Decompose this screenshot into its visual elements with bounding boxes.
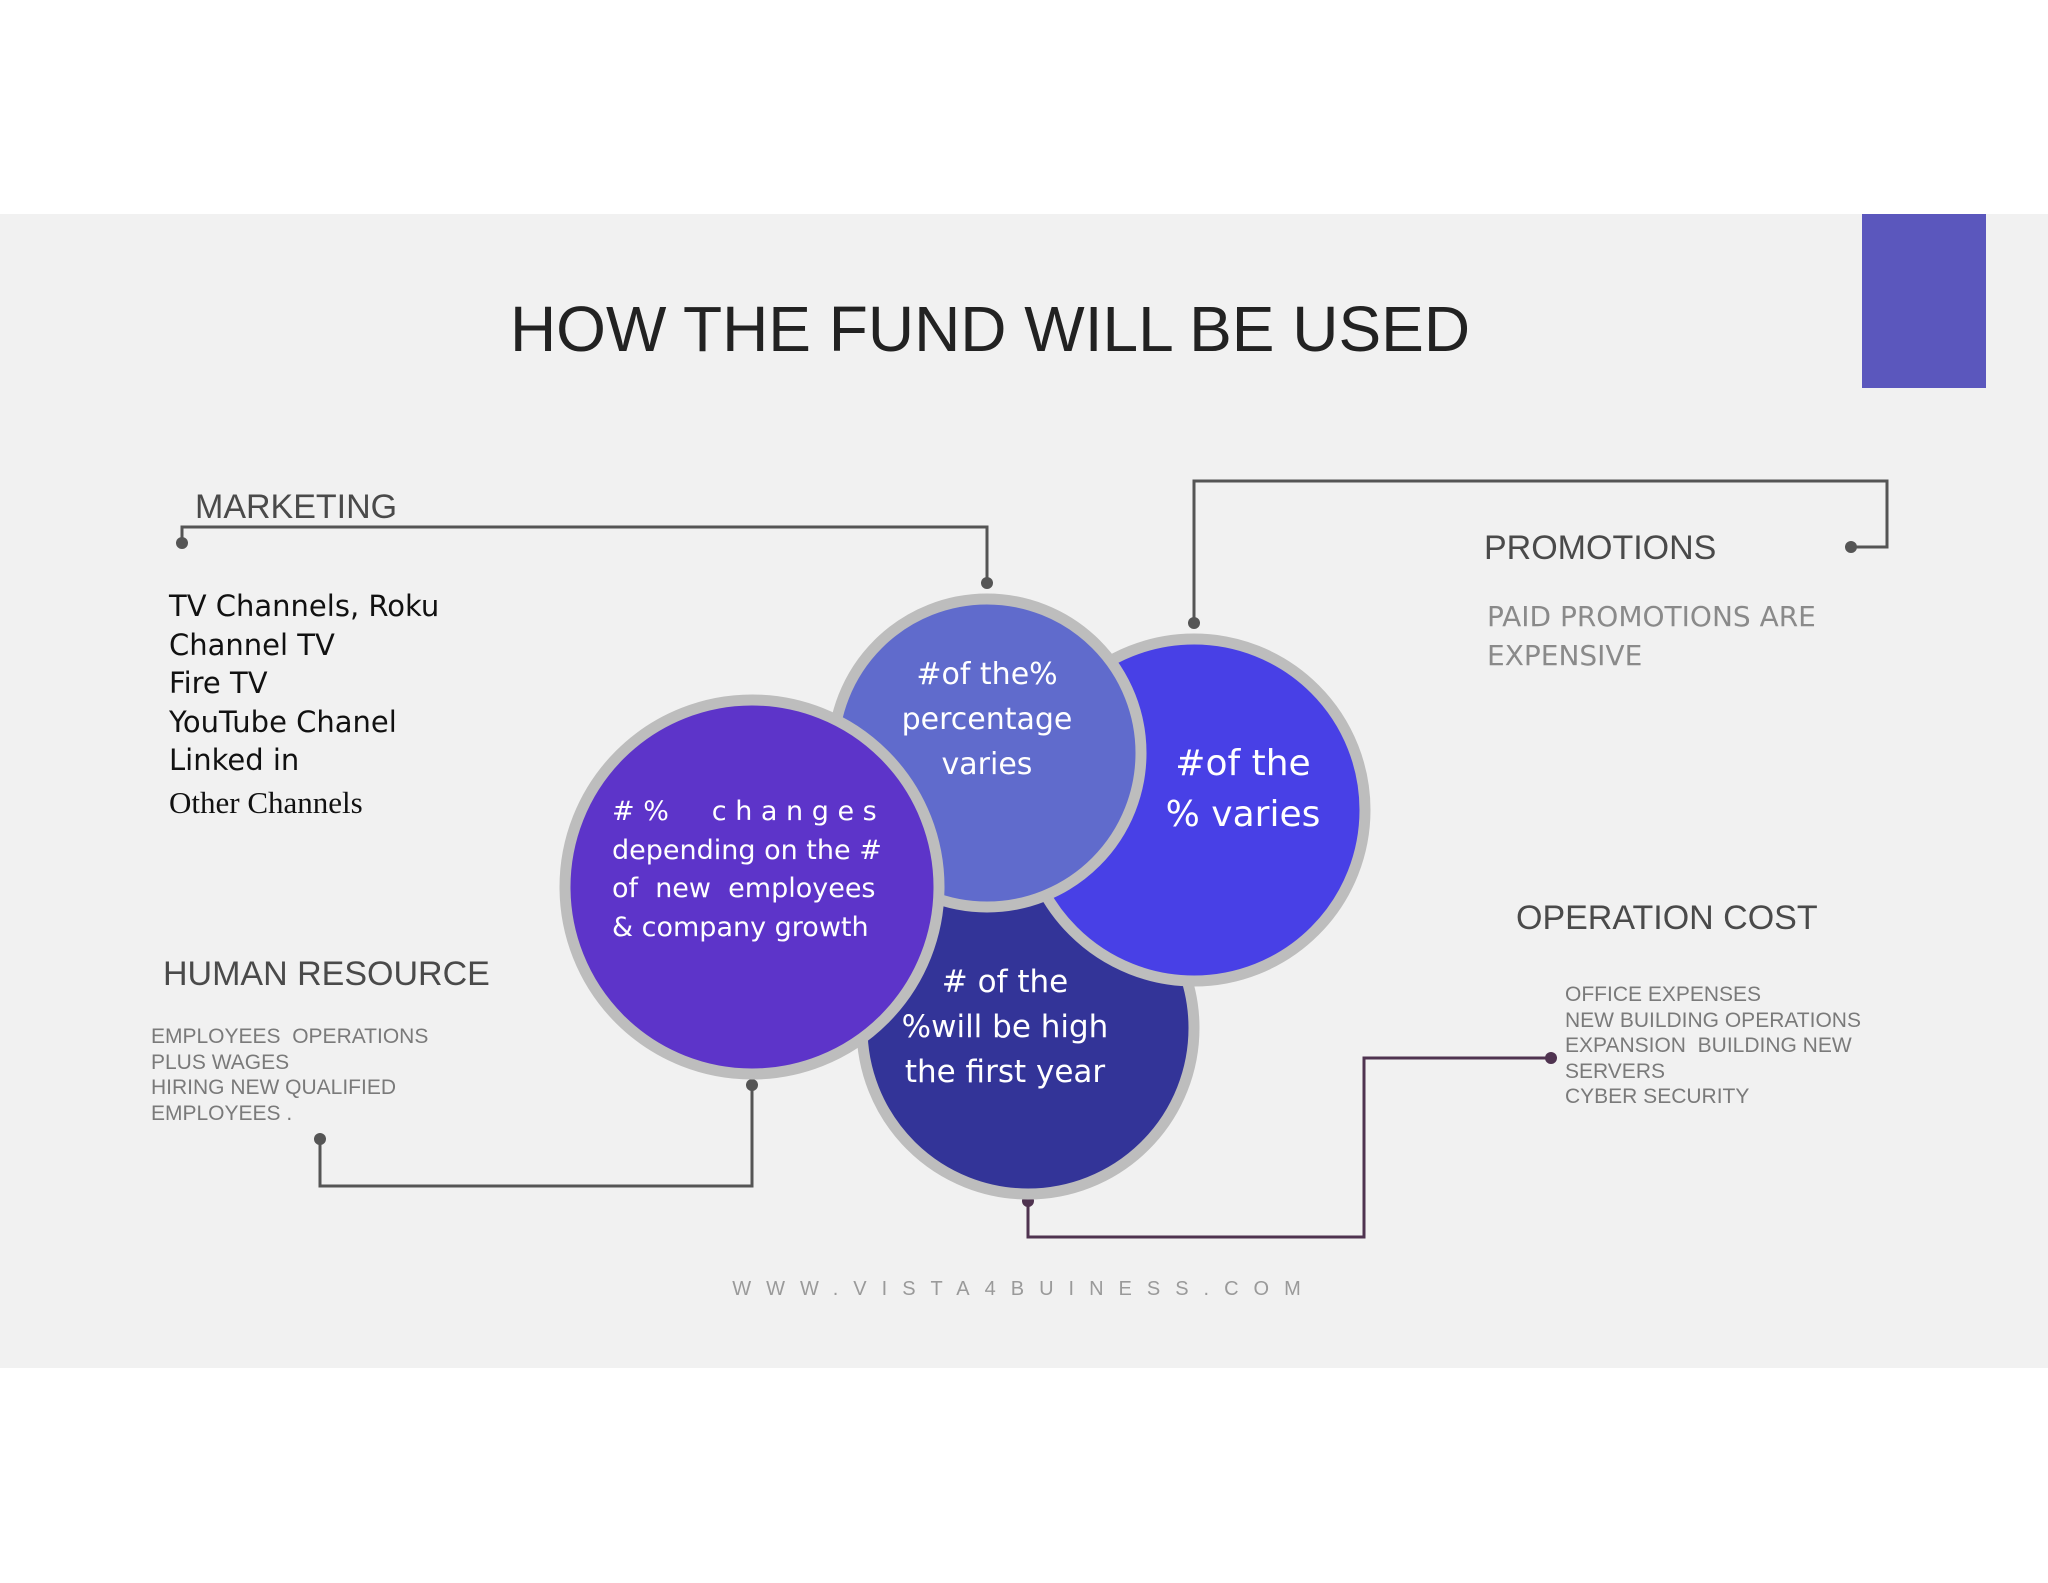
hr-circle-dot [746, 1079, 758, 1091]
operation-cost-description: OFFICE EXPENSES NEW BUILDING OPERATIONS … [1565, 982, 1861, 1110]
list-item: Linked in [169, 743, 300, 777]
human-resource-circle [559, 694, 945, 1080]
promotions-heading: PROMOTIONS [1484, 529, 1717, 567]
footer-website: WWW.VISTA4BUINESS.COM [732, 1278, 1316, 1300]
marketing-circle-text: #of the% percentage varies [887, 652, 1087, 787]
description-line: OFFICE EXPENSES [1565, 983, 1762, 1006]
circle-text-line: depending on the # [612, 834, 882, 866]
operation-connector [1026, 1056, 1551, 1239]
promotions-connector [1192, 479, 1889, 623]
promotions-description: PAID PROMOTIONS ARE EXPENSIVE [1487, 597, 1816, 675]
circle-text-line: #of the [1175, 743, 1311, 784]
operation-cost-circle-text: # of the %will be high the first year [880, 960, 1130, 1095]
operation-cost-heading: OPERATION COST [1516, 899, 1818, 937]
description-line: EMPLOYEES . [151, 1101, 293, 1125]
description-line: EMPLOYEES OPERATIONS [151, 1025, 429, 1048]
marketing-heading: MARKETING [195, 488, 398, 526]
promotions-connector-dot [1845, 541, 1857, 553]
operation-connector-dot [1545, 1052, 1557, 1064]
circle-text-line: # of the [941, 964, 1069, 1000]
circle-text-line: percentage [901, 702, 1073, 737]
circle-text-line: %will be high [901, 1009, 1109, 1045]
promotions-circle-dot [1188, 617, 1200, 629]
accent-rectangle [1862, 214, 1986, 388]
list-item: TV Channels, Roku [169, 589, 440, 623]
promotions-circle-text: #of the % varies [1143, 738, 1343, 840]
circle-text-line: % varies [1165, 794, 1321, 835]
description-line: PAID PROMOTIONS ARE [1487, 600, 1816, 633]
circle-text-line: # % c h a n g e s [612, 796, 877, 827]
marketing-connector-dot [176, 537, 188, 549]
description-line: CYBER SECURITY [1565, 1085, 1750, 1108]
description-line: SERVERS [1565, 1059, 1665, 1083]
page-title: HOW THE FUND WILL BE USED [509, 293, 1471, 365]
list-item: Fire TV [169, 666, 268, 700]
description-line: PLUS WAGES [151, 1050, 290, 1074]
circle-text-line: varies [941, 747, 1033, 782]
human-resource-heading: HUMAN RESOURCE [163, 955, 490, 993]
description-line: EXPANSION BUILDING NEW [1565, 1034, 1852, 1057]
marketing-list: TV Channels, Roku Channel TV Fire TV You… [169, 587, 439, 822]
human-resource-description: EMPLOYEES OPERATIONS PLUS WAGES HIRING N… [151, 1024, 428, 1126]
description-line: HIRING NEW QUALIFIED [151, 1076, 397, 1099]
hr-connector-dot [314, 1133, 326, 1145]
circle-text-line: & company growth [612, 911, 869, 943]
circle-text-line: #of the% [916, 657, 1058, 692]
human-resource-circle-text: # % c h a n g e s depending on the # of … [612, 793, 882, 947]
list-item: Other Channels [169, 784, 363, 820]
description-line: NEW BUILDING OPERATIONS [1565, 1008, 1861, 1032]
list-item: Channel TV [169, 627, 335, 662]
list-item: YouTube Chanel [169, 704, 397, 739]
circle-text-line: of new employees [612, 873, 876, 904]
marketing-connector [180, 525, 989, 583]
hr-connector [318, 1085, 754, 1188]
marketing-circle-dot [981, 577, 993, 589]
circle-text-line: the first year [904, 1054, 1106, 1090]
description-line: EXPENSIVE [1487, 639, 1643, 672]
